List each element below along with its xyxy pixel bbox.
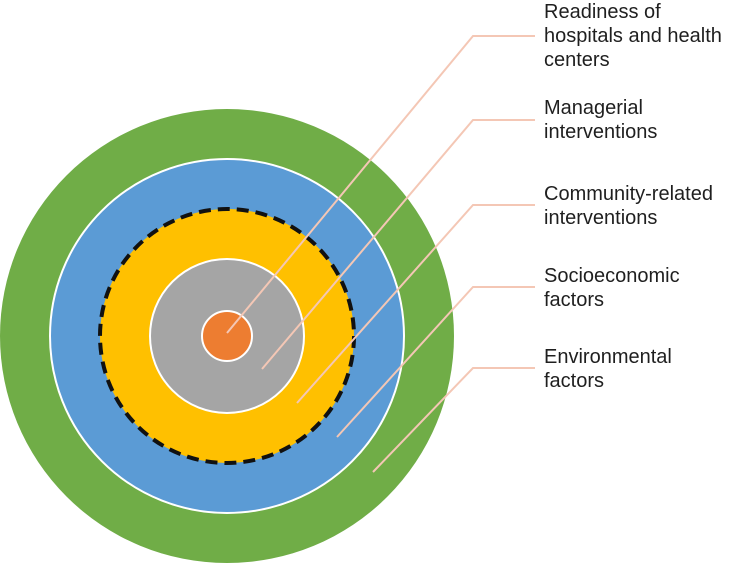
leader-line-managerial [261, 119, 535, 370]
label-managerial: Managerial interventions [544, 97, 658, 143]
leader-line-socioeconomic [336, 286, 535, 438]
label-environmental: Environmental factors [544, 346, 672, 392]
label-readiness: Readiness of hospitals and health center… [544, 1, 722, 71]
leader-line-environmental [372, 367, 535, 473]
ring-readiness [201, 310, 253, 362]
leader-line-readiness [226, 35, 535, 334]
label-community-related: Community-related interventions [544, 183, 713, 229]
label-socioeconomic: Socioeconomic factors [544, 265, 680, 311]
leader-line-community [296, 204, 535, 404]
